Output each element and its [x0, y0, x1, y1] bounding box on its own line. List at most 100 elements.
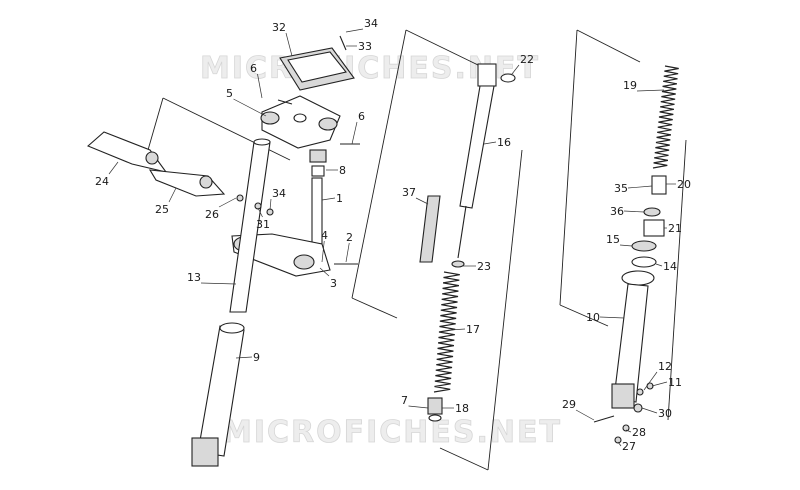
- fork-spring-17: [433, 271, 460, 393]
- leader-line: [449, 328, 466, 331]
- callout-6: 6: [351, 110, 365, 145]
- callout-9: 9: [235, 351, 260, 364]
- callout-17: 17: [449, 323, 480, 336]
- leader-line: [218, 197, 237, 208]
- left-fork-slider: [191, 322, 245, 467]
- leader-line: [483, 141, 497, 145]
- callout-26: 26: [205, 197, 237, 221]
- leader-line: [257, 73, 263, 99]
- watermark-bottom: MICROFICHES.NET: [222, 415, 562, 450]
- callout-number: 4: [321, 229, 328, 242]
- callout-28: 28: [625, 426, 646, 439]
- callout-number: 15: [606, 233, 620, 246]
- fork-spring-19: [652, 65, 679, 169]
- dust-seal-14: [631, 256, 657, 268]
- leader-line: [415, 197, 429, 205]
- callout-number: 25: [155, 203, 169, 216]
- callout-number: 23: [477, 260, 491, 273]
- callout-number: 6: [250, 62, 257, 75]
- callout-18: 18: [442, 402, 469, 415]
- callout-number: 30: [658, 407, 672, 420]
- callout-number: 13: [187, 271, 201, 284]
- callout-number: 24: [95, 175, 109, 188]
- callout-number: 8: [339, 164, 346, 177]
- leader-line: [233, 98, 267, 117]
- callout-31: 31: [256, 207, 270, 231]
- seal-15: [631, 240, 657, 252]
- callout-number: 18: [455, 402, 469, 415]
- leader-line: [651, 381, 668, 387]
- callout-number: 5: [226, 87, 233, 100]
- leader-line: [168, 187, 177, 203]
- callout-4: 4: [321, 229, 328, 263]
- callout-20: 20: [666, 178, 691, 191]
- callout-number: 27: [622, 440, 636, 453]
- clamp-bolts: [277, 35, 360, 265]
- damper-rod: [457, 63, 497, 259]
- leader-line: [257, 207, 263, 218]
- leader-line: [108, 161, 119, 175]
- bushing-21: [643, 219, 665, 237]
- right-fork-slider: [611, 270, 655, 409]
- leader-line: [345, 242, 350, 263]
- leader-line: [319, 267, 330, 277]
- callout-number: 17: [466, 323, 480, 336]
- callout-13: 13: [187, 271, 237, 285]
- leader-line: [575, 409, 595, 421]
- leader-line: [643, 371, 658, 391]
- damper-bushing: [427, 397, 443, 422]
- callout-number: 1: [336, 192, 343, 205]
- callout-number: 22: [520, 53, 534, 66]
- leader-line: [619, 244, 633, 247]
- callout-number: 34: [364, 17, 378, 30]
- callout-36: 36: [610, 205, 645, 218]
- callout-1: 1: [321, 192, 343, 205]
- callout-number: 7: [401, 394, 408, 407]
- assembly-frame-right: [559, 29, 687, 421]
- callout-19: 19: [623, 79, 665, 92]
- o-ring: [500, 73, 516, 83]
- leader-line: [599, 316, 625, 319]
- callout-34: 34: [345, 17, 378, 33]
- callout-number: 9: [253, 351, 260, 364]
- callout-3: 3: [319, 267, 337, 290]
- leader-line: [636, 89, 665, 92]
- left-fork-tube: [229, 138, 271, 313]
- leader-line: [623, 210, 645, 213]
- leader-line: [641, 407, 658, 414]
- callout-27: 27: [617, 440, 636, 453]
- callout-29: 29: [562, 398, 595, 421]
- leader-line: [655, 263, 663, 267]
- callout-number: 10: [586, 311, 600, 324]
- callout-number: 31: [256, 218, 270, 231]
- leader-line: [511, 64, 520, 75]
- callout-11: 11: [651, 376, 682, 389]
- callout-33: 33: [346, 40, 372, 53]
- callout-16: 16: [483, 136, 511, 149]
- callout-6: 6: [250, 62, 263, 99]
- callout-35: 35: [614, 182, 653, 195]
- assembly-frame-middle: [351, 29, 523, 471]
- callout-layer: 1234566789101112131415161718192021222324…: [95, 17, 691, 453]
- callout-number: 6: [358, 110, 365, 123]
- callout-number: 12: [658, 360, 672, 373]
- callout-21: 21: [664, 222, 682, 235]
- callout-10: 10: [586, 311, 625, 324]
- callout-number: 29: [562, 398, 576, 411]
- leader-line: [321, 240, 325, 263]
- leader-line: [408, 405, 429, 409]
- callout-12: 12: [643, 360, 672, 391]
- washer-23: [451, 260, 465, 268]
- callout-7: 7: [401, 394, 429, 409]
- callout-number: 14: [663, 260, 677, 273]
- leader-line: [269, 198, 272, 211]
- leader-line: [625, 429, 632, 433]
- callout-23: 23: [462, 260, 491, 273]
- callout-number: 35: [614, 182, 628, 195]
- leader-line: [321, 197, 336, 201]
- steering-nut: [309, 149, 327, 177]
- callout-8: 8: [326, 164, 346, 177]
- callout-32: 32: [272, 21, 293, 57]
